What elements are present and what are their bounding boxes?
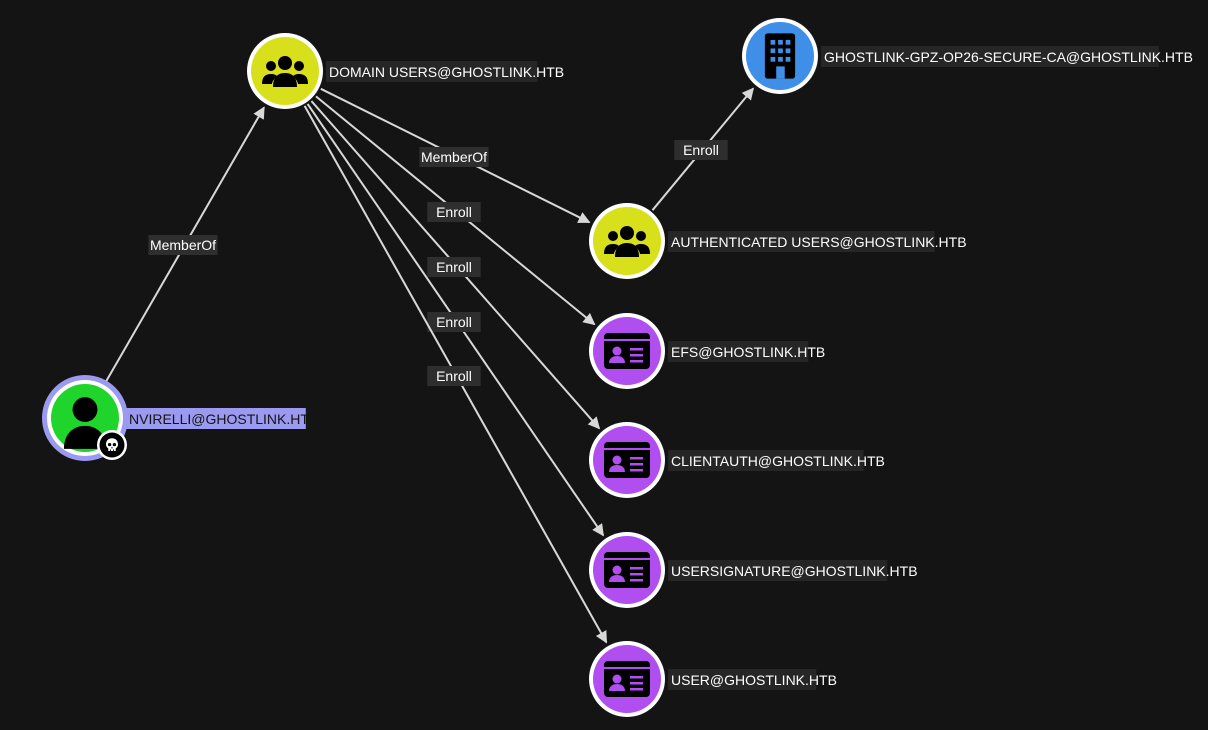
edge-label-bg [427,366,481,386]
node-label-bg [668,669,817,690]
node-label-bg [326,61,538,82]
node-label-bg [668,450,864,471]
edge-label[interactable]: MemberOf [150,237,216,253]
edge-label[interactable]: Enroll [436,368,472,384]
node-label[interactable]: EFS@GHOSTLINK.HTB [671,344,825,360]
edge-label[interactable]: Enroll [436,204,472,220]
nodes-layer: DOMAIN USERS@GHOSTLINK.HTB GHOSTLINK-GPZ-… [42,18,1193,717]
id-card-icon [604,333,650,369]
edge-label-bg [427,202,481,222]
edge-label[interactable]: Enroll [436,314,472,330]
id-card-icon [604,661,650,697]
node-user[interactable]: USER@GHOSTLINK.HTB [589,641,837,717]
node-label[interactable]: USER@GHOSTLINK.HTB [671,672,837,688]
node-label[interactable]: NVIRELLI@GHOSTLINK.HTB [129,411,318,427]
edge-label-bg [419,147,489,167]
node-label-bg [668,231,935,252]
id-card-icon [604,442,650,478]
node-label[interactable]: USERSIGNATURE@GHOSTLINK.HTB [671,563,918,579]
edge-label[interactable]: Enroll [436,259,472,275]
node-label[interactable]: CLIENTAUTH@GHOSTLINK.HTB [671,453,885,469]
edge-label-bg [427,257,481,277]
node-circle[interactable] [593,207,661,275]
node-circle[interactable] [251,37,319,105]
edge-nvirelli-domain_users[interactable]: MemberOf [104,106,265,384]
edge-domain_users-usersignature[interactable]: Enroll [306,103,605,537]
edge-label-bg [427,312,481,332]
node-usersignature[interactable]: USERSIGNATURE@GHOSTLINK.HTB [589,532,918,608]
node-label-bg [821,46,1159,67]
edge-domain_users-auth_users[interactable]: MemberOf [320,87,591,224]
edge-label-bg [674,140,728,160]
node-domain_users[interactable]: DOMAIN USERS@GHOSTLINK.HTB [247,33,564,109]
edge-domain_users-user[interactable]: Enroll [303,105,608,644]
edge-label-bg [148,235,218,255]
edge-domain_users-efs[interactable]: Enroll [315,95,596,326]
node-efs[interactable]: EFS@GHOSTLINK.HTB [589,313,825,389]
edge-label[interactable]: MemberOf [421,149,487,165]
building-icon [764,33,796,79]
edge-label[interactable]: Enroll [683,142,719,158]
node-nvirelli[interactable]: NVIRELLI@GHOSTLINK.HTB [42,375,318,461]
node-label[interactable]: GHOSTLINK-GPZ-OP26-SECURE-CA@GHOSTLINK.H… [824,49,1193,65]
node-label[interactable]: DOMAIN USERS@GHOSTLINK.HTB [329,64,564,80]
node-clientauth[interactable]: CLIENTAUTH@GHOSTLINK.HTB [589,422,885,498]
node-label-bg [668,341,809,362]
node-label-bg [126,408,306,429]
edge-auth_users-ca[interactable]: Enroll [651,87,755,211]
node-label[interactable]: AUTHENTICATED USERS@GHOSTLINK.HTB [671,234,967,250]
id-card-icon [604,552,650,588]
node-label-bg [668,560,888,581]
edge-domain_users-clientauth[interactable]: Enroll [310,100,601,430]
node-ca[interactable]: GHOSTLINK-GPZ-OP26-SECURE-CA@GHOSTLINK.H… [742,18,1193,94]
node-auth_users[interactable]: AUTHENTICATED USERS@GHOSTLINK.HTB [589,203,967,279]
